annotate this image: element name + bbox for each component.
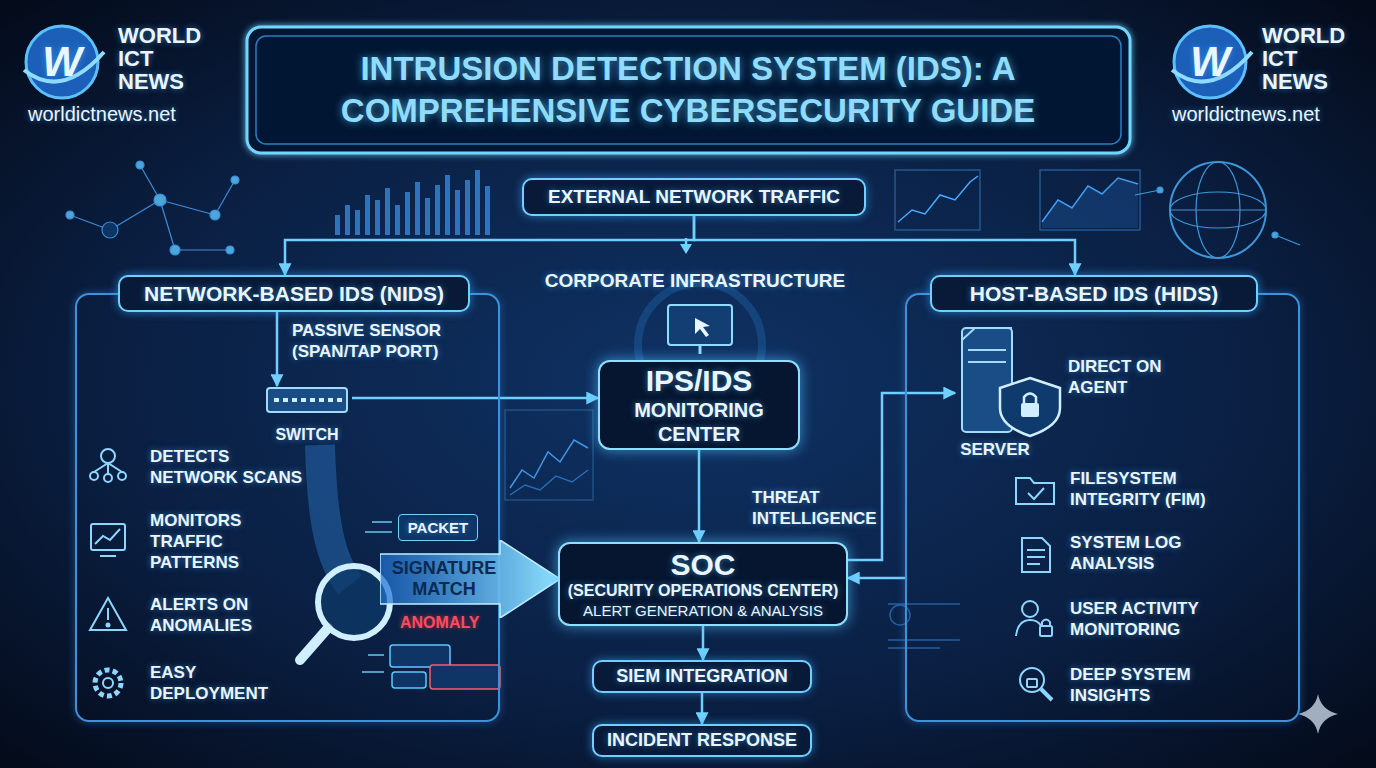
feature-label: ALERTS ON ANOMALIES — [150, 594, 270, 636]
edge-label: THREAT INTELLIGENCE — [752, 487, 902, 529]
feature-label: DETECTS NETWORK SCANS — [150, 446, 320, 488]
server-icon — [962, 328, 1060, 436]
panel-heading: NETWORK-BASED IDS (NIDS) — [118, 275, 470, 312]
globe-art — [1135, 162, 1300, 258]
feature-label: EASY DEPLOYMENT — [150, 662, 280, 704]
doc-art — [888, 604, 960, 648]
connector-arrow — [352, 397, 598, 400]
packet-box: PACKET — [398, 514, 478, 541]
node-title: SIEM INTEGRATION — [616, 666, 788, 687]
monitor-icon — [638, 283, 762, 407]
connector-arrow — [285, 216, 694, 275]
connector-arrow — [694, 216, 1075, 275]
packet-boxes — [390, 645, 500, 689]
logo-letter: W — [40, 36, 84, 88]
branch-stub-head — [680, 244, 692, 254]
process-box: INCIDENT RESPONSE — [592, 724, 812, 757]
line-chart-art — [895, 170, 1140, 230]
zone-label: CORPORATE INFRASTRUCTURE — [530, 270, 860, 292]
logo-text: WORLD ICT NEWS — [1262, 24, 1362, 93]
feature-label: MONITORS TRAFFIC PATTERNS — [150, 510, 260, 573]
node-title: SERVER — [960, 440, 1030, 460]
process-box: SIEM INTEGRATION — [592, 660, 812, 693]
agent-label: DIRECT ON AGENT — [1068, 356, 1172, 398]
soc-box: SOC(SECURITY OPERATIONS CENTER)ALERT GEN… — [558, 542, 848, 626]
signature-arrow: SIGNATURE MATCH — [380, 540, 560, 618]
connector-arrow — [848, 393, 955, 560]
feature-label: USER ACTIVITY MONITORING — [1070, 598, 1230, 640]
feature-label: SYSTEM LOG ANALYSIS — [1070, 532, 1210, 574]
page-title: INTRUSION DETECTION SYSTEM (IDS): A COMP… — [262, 40, 1114, 140]
logo-url: worldictnews.net — [1172, 102, 1362, 126]
title-frame — [247, 27, 1130, 153]
feature-label: DEEP SYSTEM INSIGHTS — [1070, 664, 1220, 706]
feature-icons-hids — [1016, 478, 1054, 700]
node-title: IPS/IDS — [646, 364, 753, 398]
feature-label: FILESYSTEM INTEGRITY (FIM) — [1070, 468, 1260, 510]
node-title: SIGNATURE MATCH — [389, 558, 499, 600]
feature-icons-nids — [90, 449, 126, 696]
monitoring-center: IPS/IDSMONITORING CENTER — [598, 360, 800, 450]
switch-icon — [267, 388, 347, 412]
mini-chart-art — [505, 410, 593, 500]
connector-arrow — [848, 577, 905, 580]
connector-arrow — [701, 693, 704, 724]
node-subtitle: MONITORING CENTER — [600, 398, 798, 446]
title-inner-frame — [256, 36, 1121, 144]
edge-label: PASSIVE SENSOR (SPAN/TAP PORT) — [292, 320, 470, 362]
anomaly-tag: ANOMALY — [400, 614, 500, 632]
logo-letter: W — [1188, 36, 1232, 88]
node-title: SOC — [670, 549, 735, 581]
server-device: SERVER — [955, 325, 1065, 460]
switch-device: SWITCH — [262, 386, 352, 444]
connector-arrow — [702, 626, 705, 660]
connector-arrow — [276, 312, 279, 386]
node-title: SWITCH — [275, 426, 338, 444]
bar-chart-art — [335, 170, 490, 235]
connector-arrow — [698, 450, 701, 542]
node-title: EXTERNAL NETWORK TRAFFIC — [548, 186, 840, 208]
network-graph-art — [66, 161, 239, 255]
source-box: EXTERNAL NETWORK TRAFFIC — [522, 178, 866, 216]
node-subtitle: ALERT GENERATION & ANALYSIS — [583, 601, 823, 620]
logo-text: WORLD ICT NEWS — [118, 24, 218, 93]
node-title: INCIDENT RESPONSE — [607, 730, 797, 751]
logo-url: worldictnews.net — [28, 102, 218, 126]
sparkle — [1298, 694, 1338, 734]
node-subtitle: (SECURITY OPERATIONS CENTER) — [568, 581, 839, 601]
panel-heading: HOST-BASED IDS (HIDS) — [930, 275, 1258, 312]
arrow-outline — [380, 540, 560, 618]
magnifier-icon — [300, 566, 390, 660]
node-title: PACKET — [408, 519, 469, 536]
